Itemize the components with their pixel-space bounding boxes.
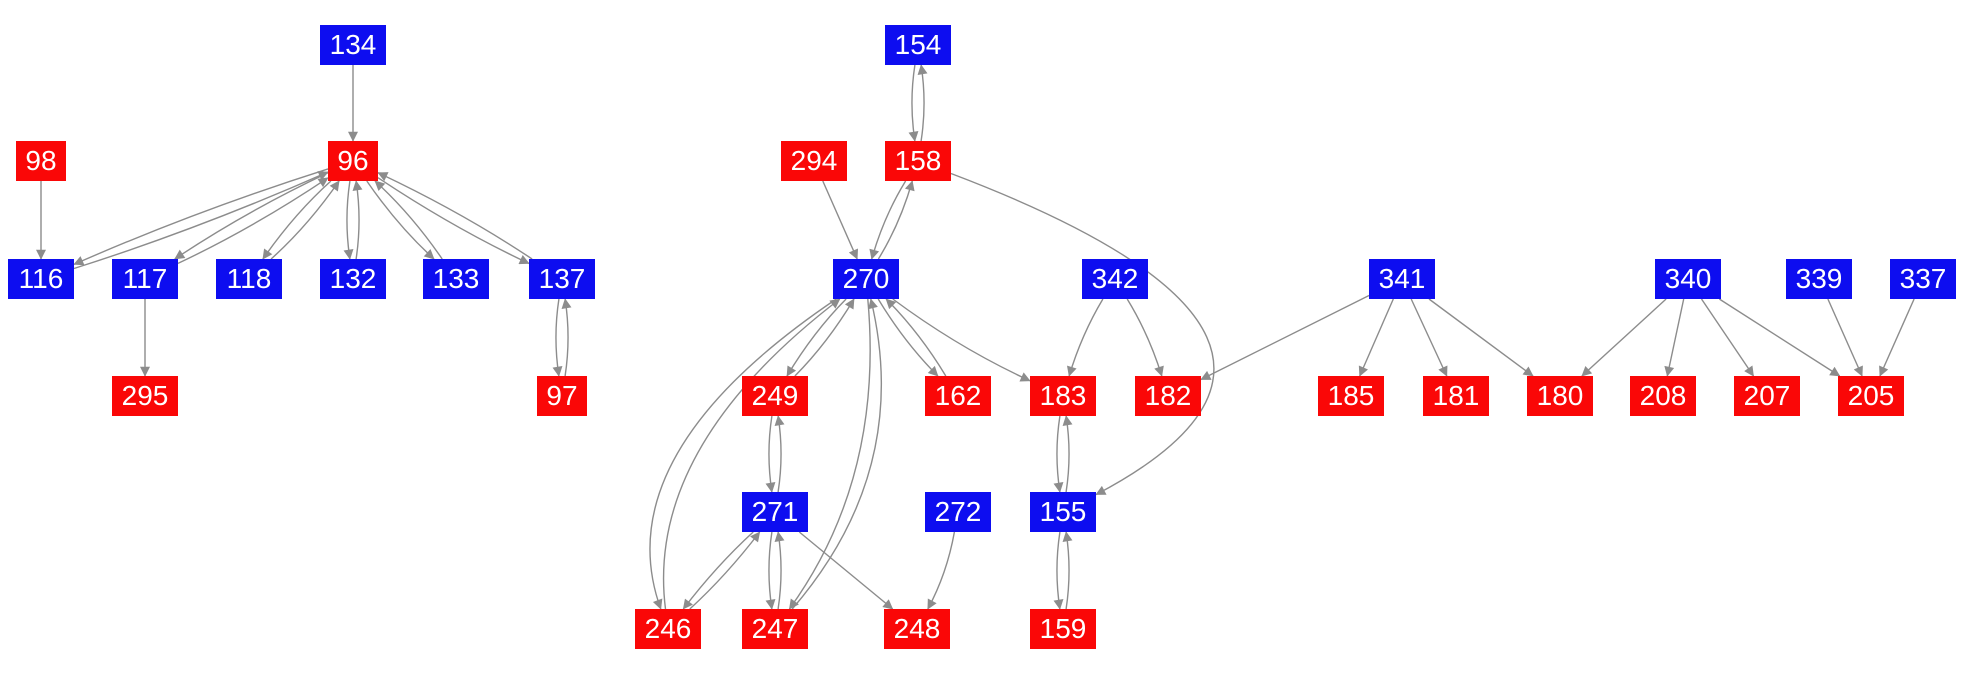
edge-158-270 [869,180,907,260]
edge-342-183 [1067,298,1104,377]
graph-node-116[interactable]: 116 [8,259,74,299]
edge-158-155 [950,172,1215,496]
graph-node-162[interactable]: 162 [925,376,991,416]
graph-node-133[interactable]: 133 [423,259,489,299]
graph-node-249[interactable]: 249 [742,376,808,416]
edge-270-246 [649,298,837,610]
edge-337-205 [1879,298,1915,377]
edge-272-248 [927,531,956,610]
edge-341-180 [1428,298,1534,377]
edge-159-155 [1062,531,1073,610]
graph-node-339[interactable]: 339 [1786,259,1852,299]
edge-249-271 [765,415,776,493]
edge-116-96 [73,171,329,270]
graph-node-159[interactable]: 159 [1030,609,1096,649]
edge-270-183 [892,298,1031,382]
edge-340-205 [1718,298,1841,377]
edge-155-159 [1053,531,1064,610]
edge-132-96 [352,180,363,260]
edge-340-180 [1581,298,1667,377]
edge-96-137 [377,177,530,265]
graph-node-208[interactable]: 208 [1630,376,1696,416]
edge-118-96 [270,180,340,260]
graph-node-185[interactable]: 185 [1318,376,1384,416]
graph-node-182[interactable]: 182 [1135,376,1201,416]
graph-node-248[interactable]: 248 [884,609,950,649]
graph-node-272[interactable]: 272 [925,492,991,532]
graph-node-118[interactable]: 118 [216,259,282,299]
edge-158-154 [917,64,928,142]
edge-270-162 [877,298,939,377]
edge-340-207 [1700,298,1755,377]
graph-node-341[interactable]: 341 [1369,259,1435,299]
edge-271-246 [682,531,754,610]
edge-249-270 [794,298,855,377]
graph-node-205[interactable]: 205 [1838,376,1904,416]
edge-96-117 [174,172,329,260]
edge-271-249 [774,415,785,493]
edge-137-97 [552,298,563,377]
graph-node-134[interactable]: 134 [320,25,386,65]
edge-271-247 [765,531,776,610]
edge-246-270 [662,298,841,610]
edge-294-270 [822,180,859,260]
edge-96-116 [73,168,329,266]
edge-117-96 [177,177,329,265]
graph-node-246[interactable]: 246 [635,609,701,649]
edge-96-133 [366,180,435,260]
edge-247-271 [774,531,785,610]
edge-339-205 [1827,298,1863,377]
graph-node-340[interactable]: 340 [1655,259,1721,299]
graph-node-117[interactable]: 117 [112,259,178,299]
graph-node-98[interactable]: 98 [16,141,66,181]
graph-node-337[interactable]: 337 [1890,259,1956,299]
edge-97-137 [561,298,572,377]
graph-node-137[interactable]: 137 [529,259,595,299]
graph-node-158[interactable]: 158 [885,141,951,181]
graph-node-183[interactable]: 183 [1030,376,1096,416]
graph-node-247[interactable]: 247 [742,609,808,649]
edge-137-96 [377,172,533,260]
graph-node-96[interactable]: 96 [328,141,378,181]
edge-96-118 [262,180,332,260]
graph-node-342[interactable]: 342 [1082,259,1148,299]
edge-155-183 [1062,415,1073,493]
graph-node-295[interactable]: 295 [112,376,178,416]
edge-183-155 [1053,415,1064,493]
edge-340-208 [1664,298,1685,377]
graph-node-132[interactable]: 132 [320,259,386,299]
edge-270-247 [788,298,871,610]
edge-341-185 [1358,298,1394,377]
graph-node-180[interactable]: 180 [1527,376,1593,416]
graph-node-271[interactable]: 271 [742,492,808,532]
edge-162-270 [885,298,947,377]
graph-node-154[interactable]: 154 [885,25,951,65]
graph-node-294[interactable]: 294 [781,141,847,181]
edge-271-248 [798,531,894,610]
edge-270-158 [877,180,915,260]
edge-341-181 [1410,298,1448,377]
edge-246-271 [689,531,761,610]
graph-node-97[interactable]: 97 [537,376,587,416]
graph-node-270[interactable]: 270 [833,259,899,299]
edge-247-270 [791,298,883,610]
edge-342-182 [1126,298,1164,377]
graph-node-207[interactable]: 207 [1734,376,1800,416]
edge-96-132 [343,180,354,260]
graph-node-155[interactable]: 155 [1030,492,1096,532]
edge-341-182 [1200,294,1370,381]
graph-node-181[interactable]: 181 [1423,376,1489,416]
edge-154-158 [908,64,919,142]
edge-133-96 [374,180,443,260]
